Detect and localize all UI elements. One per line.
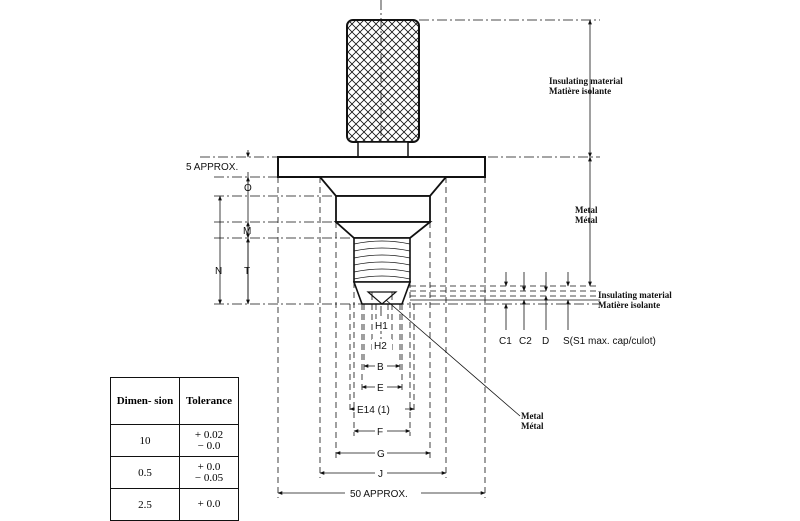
insulating-mid-en: Insulating material: [598, 290, 672, 300]
cell-dimension: 0.5: [110, 456, 180, 489]
table-header-dimension: Dimen- sion: [110, 377, 180, 425]
metal-right-fr: Métal: [575, 215, 598, 225]
tol-minus: − 0.0: [197, 439, 221, 452]
dim-N-label: N: [215, 266, 222, 277]
dim-E-label: E: [377, 383, 384, 394]
table-header-tolerance: Tolerance: [179, 377, 239, 425]
cell-tolerance: + 0.0: [179, 488, 239, 521]
insulating-top-fr: Matière isolante: [549, 86, 611, 96]
insulating-top-en: Insulating material: [549, 76, 623, 86]
dim-J-label: J: [378, 469, 383, 480]
fifty-approx-label: 50 APPROX.: [350, 489, 408, 500]
right-dimensions: [504, 19, 592, 330]
dim-D-label: D: [542, 336, 549, 347]
tolerance-table: Dimen- sion Tolerance 10 + 0.02 − 0.0 0.…: [110, 377, 239, 521]
cell-tolerance: + 0.02 − 0.0: [179, 424, 239, 457]
table-row: 0.5 + 0.0 − 0.05: [110, 456, 239, 489]
handle-neck: [357, 141, 409, 158]
cell-dimension: 2.5: [110, 488, 180, 521]
metal-right-en: Metal: [575, 205, 598, 215]
dim-H2-label: H2: [374, 341, 387, 352]
cell-tolerance: + 0.0 − 0.05: [179, 456, 239, 489]
body-block: [335, 195, 431, 223]
technical-drawing: 5 APPROX. O M N T Insulating material Ma…: [186, 0, 672, 500]
cone-body: [318, 176, 448, 197]
insulating-handle: [346, 19, 420, 143]
cell-dimension: 10: [110, 424, 180, 457]
dim-B-label: B: [377, 362, 384, 373]
dim-G-label: G: [377, 449, 385, 460]
five-approx-label: 5 APPROX.: [186, 162, 238, 173]
dim-O-label: O: [244, 183, 252, 194]
dim-T-label: T: [244, 266, 250, 277]
metal-low-fr: Métal: [521, 421, 544, 431]
left-dimensions: [218, 150, 250, 305]
tol-minus: − 0.05: [194, 471, 224, 484]
insulating-mid-fr: Matière isolante: [598, 300, 660, 310]
tol-plus: + 0.02: [194, 428, 224, 441]
insulator-triangle: [366, 291, 398, 305]
thread-section: [353, 237, 411, 283]
tol-plus: + 0.0: [197, 460, 221, 473]
metal-low-en: Metal: [521, 411, 544, 421]
dim-C2-label: C2: [519, 336, 532, 347]
dim-M-label: M: [243, 226, 251, 237]
table-row: 2.5 + 0.0: [110, 488, 239, 521]
metal-leader-line: [385, 299, 521, 417]
dim-E14-label: E14 (1): [357, 405, 390, 416]
dim-F-label: F: [377, 427, 383, 438]
dim-H1-label: H1: [375, 321, 388, 332]
tol-plus: + 0.0: [197, 498, 221, 510]
flange-plate: [277, 156, 486, 178]
dim-S-label: S(S1 max. cap/culot): [563, 336, 656, 347]
table-row: 10 + 0.02 − 0.0: [110, 424, 239, 457]
body-taper: [333, 221, 433, 239]
dim-C1-label: C1: [499, 336, 512, 347]
